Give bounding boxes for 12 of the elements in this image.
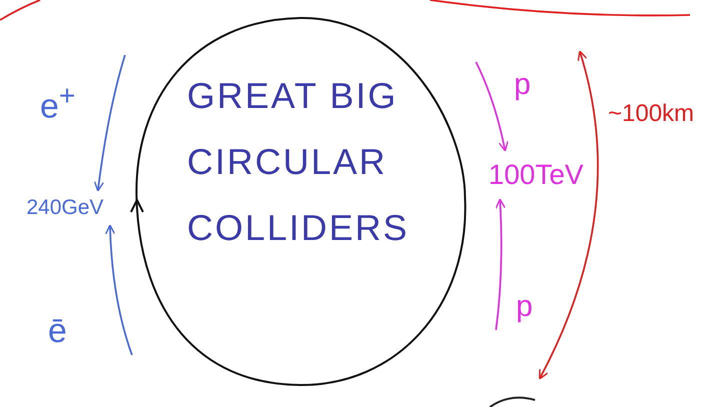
particle-label: e$^{+}$ <box>40 80 76 126</box>
arrow <box>495 198 506 330</box>
particle-label: p <box>516 290 533 324</box>
particle-label: ē <box>48 312 67 351</box>
arrow <box>94 54 126 192</box>
energy-label: 240GeV <box>25 195 105 221</box>
particle-label: p <box>514 68 531 102</box>
energy-label: 100TeV <box>488 158 584 192</box>
arrow <box>105 224 133 356</box>
distance-label: ~100km <box>608 100 694 128</box>
ring-title: GREAT BIG CIRCULAR COLLIDERS <box>187 74 410 250</box>
arrow <box>475 62 508 152</box>
